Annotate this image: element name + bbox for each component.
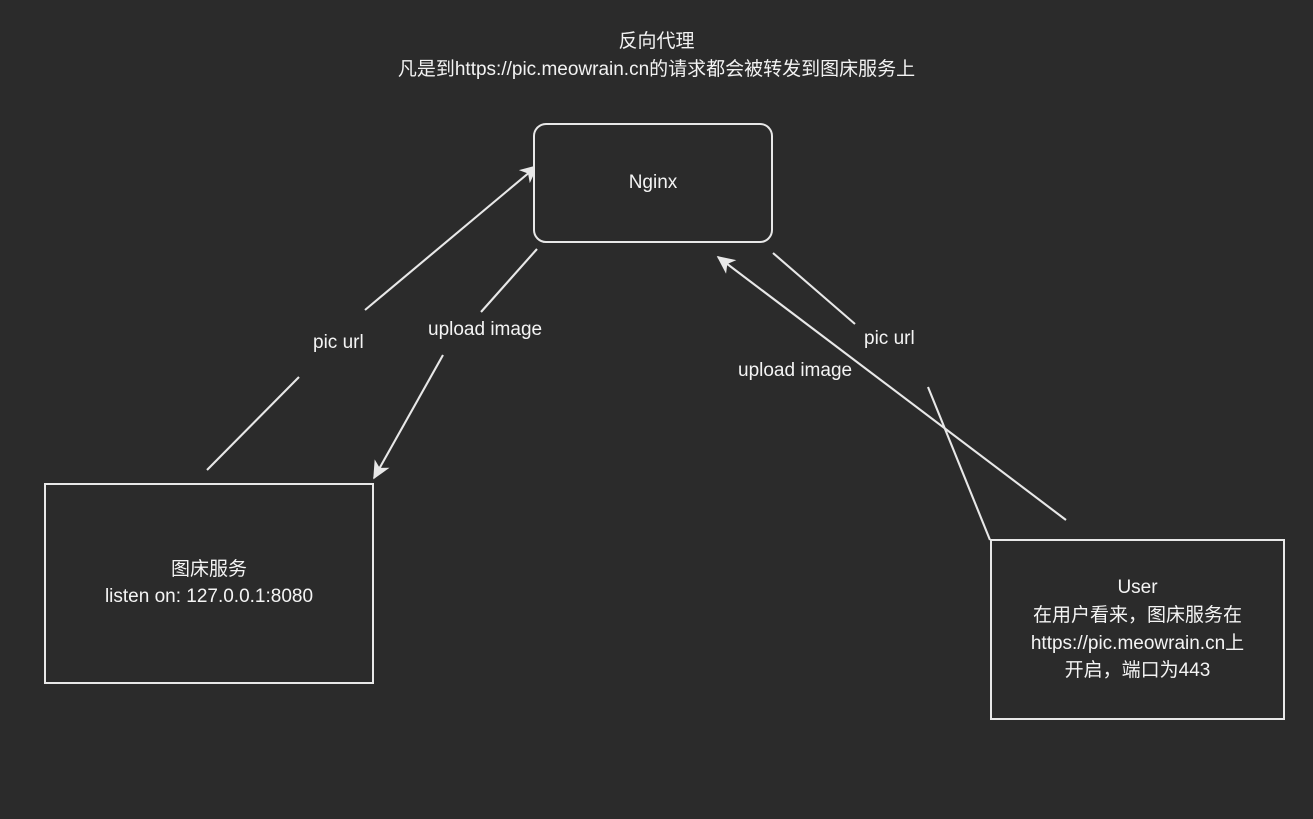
edge-label-imgsvc-to-nginx: pic url xyxy=(309,331,368,355)
edge-label-user-to-nginx: upload image xyxy=(738,360,853,381)
edge-nginx-to-user-arrow xyxy=(790,270,1066,521)
node-user-desc-3: 开启，端口为443 xyxy=(1064,660,1211,682)
diagram-title-line-2: 凡是到https://pic.meowrain.cn的请求都会被转发到图床服务上 xyxy=(397,58,916,80)
edge-nginx-to-user xyxy=(772,252,991,541)
node-image-service[interactable]: 图床服务 listen on: 127.0.0.1:8080 xyxy=(44,483,374,684)
edge-user-to-nginx xyxy=(716,256,1067,521)
diagram-title-line-1: 反向代理 xyxy=(618,31,695,52)
node-image-service-listen: listen on: 127.0.0.1:8080 xyxy=(104,585,314,607)
edge-nginx-to-imgsvc xyxy=(373,248,538,480)
node-user-desc-2: https://pic.meowrain.cn上 xyxy=(1030,632,1245,654)
edge-label-nginx-to-imgsvc: upload image xyxy=(424,318,547,342)
node-image-service-title: 图床服务 xyxy=(170,558,247,580)
node-nginx[interactable]: Nginx xyxy=(533,123,773,243)
node-nginx-label: Nginx xyxy=(628,171,678,193)
edge-label-nginx-to-user: pic url xyxy=(860,327,919,351)
node-user-desc-1: 在用户看来，图床服务在 xyxy=(1032,604,1242,626)
node-user-title: User xyxy=(1117,577,1158,599)
node-user[interactable]: User 在用户看来，图床服务在 https://pic.meowrain.cn… xyxy=(990,539,1285,720)
diagram-title: 反向代理 凡是到https://pic.meowrain.cn的请求都会被转发到… xyxy=(0,28,1313,83)
